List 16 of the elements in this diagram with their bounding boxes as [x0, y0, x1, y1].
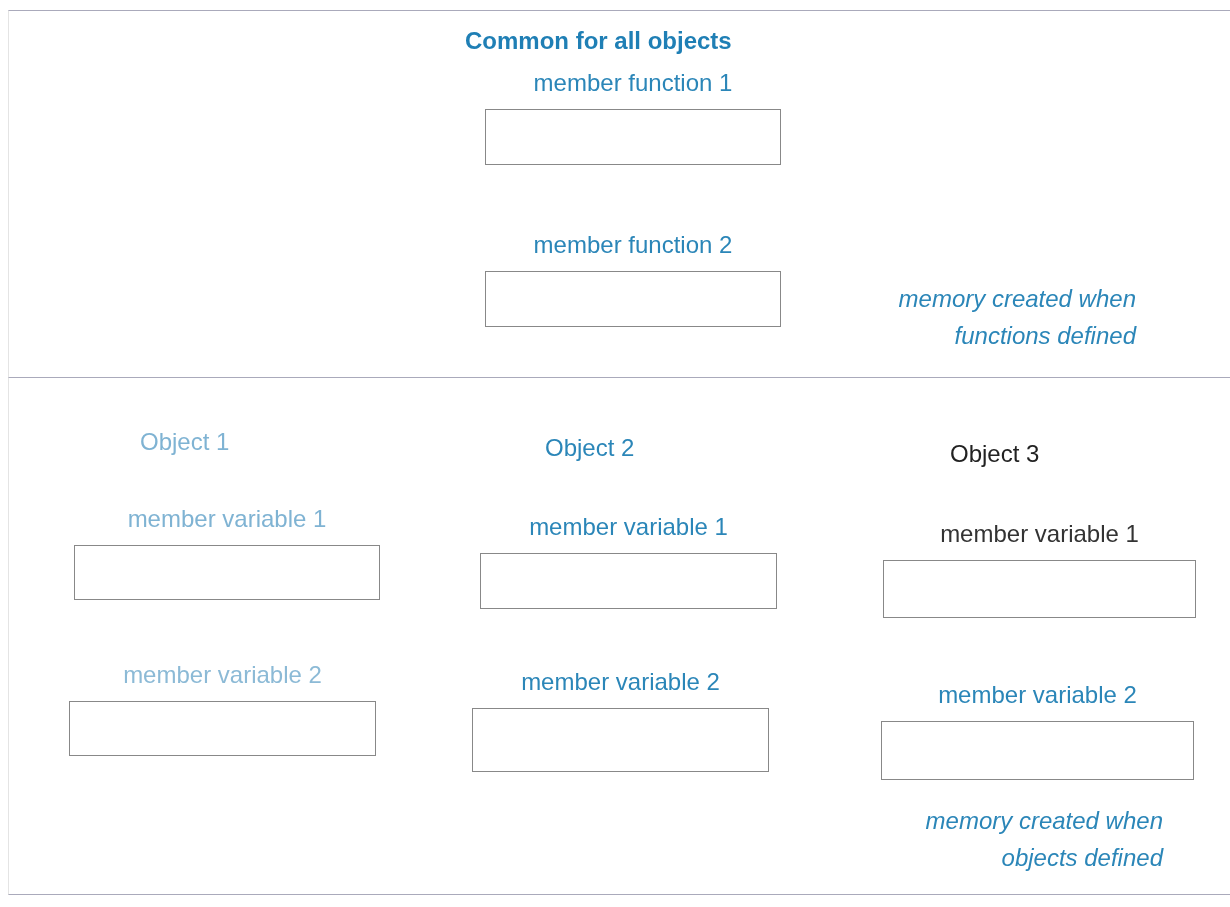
column-heading: Object 1: [140, 428, 230, 456]
slot-label: member variable 1: [528, 513, 729, 541]
slot-label: member variable 1: [939, 520, 1140, 548]
slot-label: member variable 2: [520, 668, 721, 696]
panel: [8, 10, 1230, 378]
slot-label: member function 2: [532, 231, 734, 259]
column-heading: Object 3: [950, 440, 1040, 468]
annotation-note: memory created when objects defined: [924, 806, 1163, 873]
annotation-note: memory created when functions defined: [897, 284, 1136, 351]
slot-label: member variable 2: [937, 681, 1138, 709]
panel: [8, 378, 1230, 895]
column-heading: Object 2: [545, 434, 635, 462]
slot-label: member function 1: [532, 69, 734, 97]
slot-label: member variable 1: [126, 505, 328, 533]
slot-label: member variable 2: [122, 661, 323, 689]
section-title: Common for all objects: [465, 27, 732, 55]
